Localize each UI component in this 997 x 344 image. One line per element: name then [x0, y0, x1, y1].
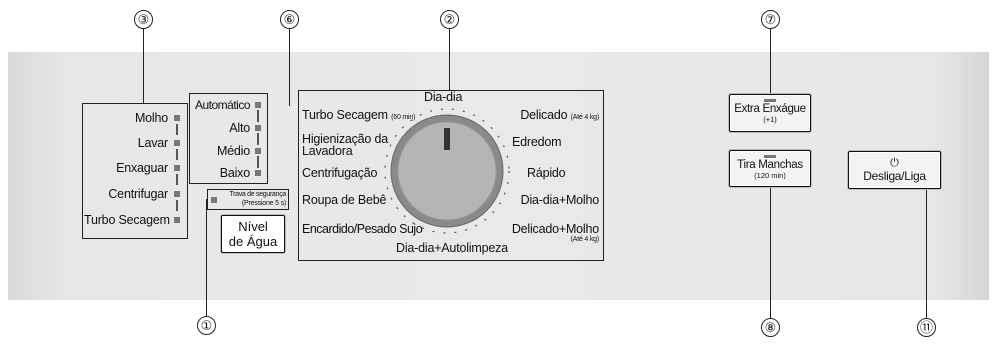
- callout-2: ②: [440, 10, 459, 29]
- stain-removal-led: [764, 155, 776, 158]
- program-delicado-molho: Delicado+Molho: [511, 222, 599, 236]
- water-level-button-line2: de Água: [228, 234, 278, 249]
- extra-rinse-note: (+1): [763, 115, 777, 124]
- stage-connector: [176, 124, 178, 135]
- extra-rinse-led: [764, 99, 776, 102]
- water-level-led: [255, 102, 261, 108]
- program-centrifugacao: Centrifugação: [302, 166, 378, 180]
- stain-removal-label: Tira Manchas: [737, 159, 803, 171]
- leader-line-6: [289, 29, 291, 106]
- program-edredom: Edredom: [512, 135, 562, 149]
- water-level-led: [255, 170, 261, 176]
- program-delicado-molho-note: (Até 4 kg): [570, 236, 600, 243]
- water-level-baixo: Baixo: [219, 166, 250, 180]
- program-delicado-label: Delicado: [520, 108, 568, 122]
- program-delicado: Delicado (Até 4 kg): [486, 108, 599, 125]
- water-level-led: [255, 125, 261, 131]
- program-higienizacao-line2: Lavadora: [302, 144, 353, 158]
- water-level-connector: [257, 156, 259, 168]
- stage-label-turbo-secagem: Turbo Secagem: [84, 213, 170, 227]
- water-level-button-line1: Nível: [238, 219, 268, 234]
- leader-line-11: [926, 189, 928, 318]
- stage-connector: [176, 149, 178, 160]
- stage-label-centrifugar: Centrifugar: [108, 187, 168, 201]
- program-rapido: Rápido: [527, 166, 566, 180]
- program-dia-dia-autolimpeza: Dia-dia+Autolimpeza: [396, 241, 508, 255]
- leader-line-8: [770, 187, 772, 318]
- power-icon: ⏻: [890, 157, 899, 169]
- callout-1: ①: [197, 316, 216, 335]
- program-dia-dia-molho: Dia-dia+Molho: [520, 193, 600, 207]
- power-label: Desliga/Liga: [863, 169, 926, 183]
- child-lock-box: [207, 189, 289, 210]
- leader-line-1: [206, 199, 208, 316]
- stage-connector: [176, 174, 178, 185]
- stage-label-enxaguar: Enxaguar: [116, 161, 168, 175]
- program-higienizacao: Higienização da: [302, 132, 388, 146]
- program-turbo-secagem-note: (60 min): [391, 114, 416, 121]
- stage-label-molho: Molho: [134, 111, 168, 125]
- water-level-led: [255, 148, 261, 154]
- program-selector-box: [298, 90, 604, 261]
- callout-11: ⑪: [917, 318, 936, 337]
- program-turbo-secagem-label: Turbo Secagem: [302, 108, 388, 122]
- leader-line-7: [770, 29, 772, 94]
- water-level-medio: Médio: [216, 144, 250, 158]
- program-roupa-de-bebe: Roupa de Bebê: [302, 193, 387, 207]
- child-lock-led: [211, 197, 217, 203]
- water-level-alto: Alto: [229, 121, 250, 135]
- child-lock-title: Trava de segurança: [229, 191, 286, 198]
- callout-8: ⑧: [761, 318, 780, 337]
- callout-6: ⑥: [280, 10, 299, 29]
- stage-led: [174, 217, 180, 223]
- water-level-button[interactable]: Nível de Água: [221, 215, 285, 253]
- program-encardido: Encardido/Pesado Sujo: [302, 222, 423, 236]
- program-dia-dia: Dia-dia: [424, 90, 463, 104]
- cycle-stage-box: [82, 103, 188, 239]
- child-lock-hint: (Pressione 5 s): [241, 200, 286, 207]
- stage-led: [174, 191, 180, 197]
- leader-line-2: [449, 29, 451, 90]
- callout-3: ③: [134, 10, 153, 29]
- stain-removal-note: (120 min): [754, 171, 786, 180]
- stage-led: [174, 140, 180, 146]
- stage-led: [174, 115, 180, 121]
- knob-face: [397, 121, 497, 221]
- extra-rinse-button[interactable]: Extra Enxágue (+1): [729, 94, 811, 132]
- water-level-connector: [257, 110, 259, 122]
- water-level-box: [189, 93, 268, 184]
- water-level-connector: [257, 133, 259, 145]
- program-knob[interactable]: [382, 106, 512, 236]
- program-turbo-secagem: Turbo Secagem (60 min): [302, 108, 415, 125]
- power-button[interactable]: ⏻ Desliga/Liga: [848, 151, 941, 189]
- stage-led: [174, 165, 180, 171]
- knob-tick-ring: [384, 108, 510, 234]
- stage-connector: [176, 200, 178, 211]
- callout-7: ⑦: [761, 10, 780, 29]
- leader-line-3: [143, 29, 145, 103]
- program-delicado-note: (Até 4 kg): [570, 114, 600, 121]
- stage-label-lavar: Lavar: [137, 136, 168, 150]
- stain-removal-button[interactable]: Tira Manchas (120 min): [729, 150, 811, 187]
- knob-pointer: [444, 128, 450, 150]
- extra-rinse-label: Extra Enxágue: [734, 103, 806, 115]
- water-level-automatico: Automático: [194, 98, 251, 112]
